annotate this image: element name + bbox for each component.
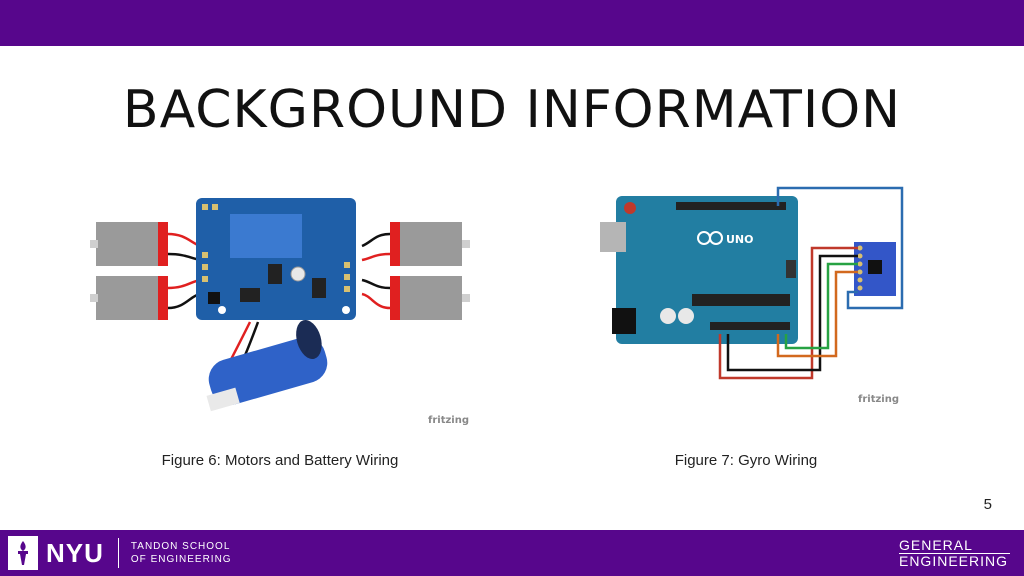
gyro-wiring-diagram: UNO fritzing <box>600 186 904 405</box>
school-line-2: OF ENGINEERING <box>130 554 232 565</box>
motor-shield-board <box>196 198 356 320</box>
nyu-wordmark: NYU <box>46 537 104 568</box>
school-line-1: TANDON SCHOOL <box>130 541 231 552</box>
motor-shield-diagram: fritzing <box>90 198 470 426</box>
page-number: 5 <box>983 496 992 513</box>
gyro-module <box>854 242 896 296</box>
figure-6-caption: Figure 6: Motors and Battery Wiring <box>161 452 399 469</box>
nyu-tandon-logo: NYU TANDON SCHOOL OF ENGINEERING <box>8 536 232 570</box>
logo-divider <box>117 538 119 568</box>
general-engineering-logo: GENERAL ENGINEERING <box>898 538 1010 569</box>
slide-title: BACKGROUND INFORMATION <box>122 80 902 140</box>
board-uno-label: UNO <box>726 233 754 246</box>
fritzing-watermark: fritzing <box>428 415 469 426</box>
dept-line-1: GENERAL <box>898 538 1010 554</box>
gyro-wires <box>718 186 904 380</box>
dept-line-2: ENGINEERING <box>898 553 1008 569</box>
figure-motors-battery: fritzing <box>90 192 470 428</box>
fritzing-watermark: fritzing <box>858 394 899 405</box>
motor-right-bottom <box>390 276 470 320</box>
footer-bar <box>0 530 1024 576</box>
figure-7-caption: Figure 7: Gyro Wiring <box>674 452 818 469</box>
arduino-uno-board: UNO <box>600 196 798 344</box>
battery-pack <box>206 319 328 412</box>
motor-right-top <box>390 222 470 266</box>
motor-left-bottom <box>90 276 168 320</box>
school-name: TANDON SCHOOL OF ENGINEERING <box>131 540 232 566</box>
header-bar <box>0 0 1024 46</box>
figure-gyro-wiring: UNO fritzing <box>586 182 916 412</box>
motor-left-top <box>90 222 168 266</box>
torch-icon <box>8 536 38 570</box>
